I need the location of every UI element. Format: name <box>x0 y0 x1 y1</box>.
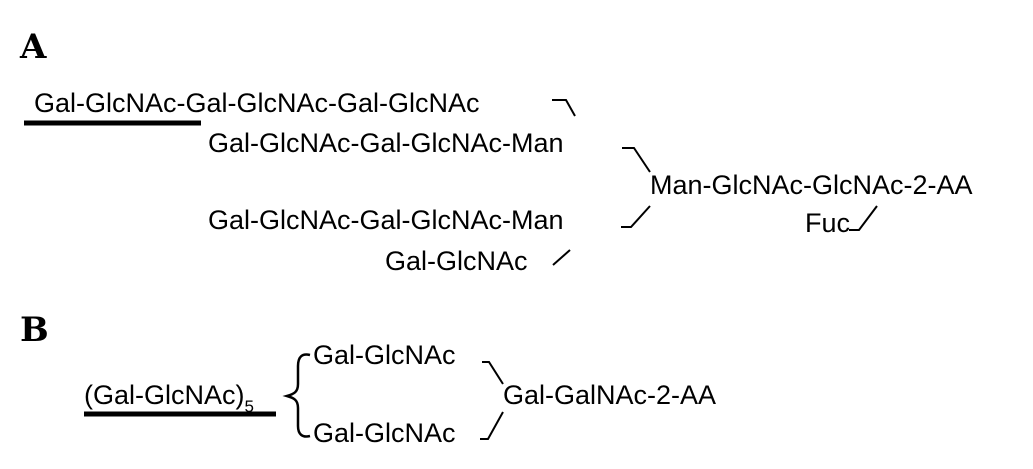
panel-a-bottom-chain: Gal-GlcNAc <box>385 246 528 276</box>
panel-b-repeat-chain: (Gal-GlcNAc)5 <box>84 380 254 416</box>
panel-a-top-repeat-unit: Gal-GlcNAc <box>34 88 177 118</box>
panel-label-a: A <box>20 27 47 67</box>
panel-b-repeat-unit: (Gal-GlcNAc) <box>84 380 245 410</box>
panel-a-link-lower-branch <box>621 205 651 228</box>
panel-a-link-bottom <box>552 249 571 266</box>
panel-a-lower-branch: Gal-GlcNAc-Gal-GlcNAc-Man <box>208 205 564 235</box>
panel-a-fucose: Fuc <box>805 208 851 238</box>
panel-a-link-fucose <box>849 205 878 231</box>
panel-b-core-chain: Gal-GalNAc-2-AA <box>503 380 717 410</box>
panel-a-link-top <box>552 99 576 117</box>
panel-a-core-chain: Man-GlcNAc-GlcNAc-2-AA <box>650 170 973 200</box>
panel-a-upper-branch: Gal-GlcNAc-Gal-GlcNAc-Man <box>208 128 564 158</box>
panel-b-brace <box>282 353 311 438</box>
panel-b-link-upper <box>482 361 504 385</box>
panel-label-b: B <box>20 310 49 350</box>
panel-a-link-upper-branch <box>622 147 651 173</box>
panel-b-upper-chain: Gal-GlcNAc <box>313 340 456 370</box>
panel-b-link-lower <box>480 411 504 440</box>
panel-a-top-chain-rest: -Gal-GlcNAc-Gal-GlcNAc <box>176 88 480 118</box>
panel-b-lower-chain: Gal-GlcNAc <box>313 418 456 448</box>
panel-b-repeat-count: 5 <box>244 397 254 416</box>
panel-a-top-chain: Gal-GlcNAc-Gal-GlcNAc-Gal-GlcNAc <box>34 88 480 118</box>
